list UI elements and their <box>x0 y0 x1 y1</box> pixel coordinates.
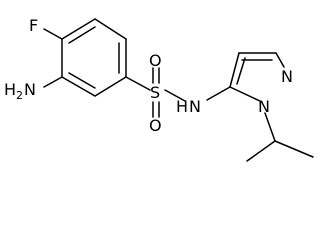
bond-c4-c5 <box>94 76 127 97</box>
bond-c-f <box>43 28 63 40</box>
fluorine-label: F <box>29 16 38 35</box>
amine-h-label: H <box>4 80 16 99</box>
bond-c1-c2 <box>61 18 96 40</box>
bond-c-nh2 <box>43 76 63 88</box>
bond-inner-c5-c6 <box>68 72 96 89</box>
oxygen-bottom-label: O <box>149 116 162 135</box>
molecule-structure: F H 2 N S O O H N N N <box>4 16 314 162</box>
bond-c-s <box>125 76 151 91</box>
pyrazole-ring <box>229 52 285 103</box>
pyrazole-n2-label: N <box>281 67 293 86</box>
bond-inner-c1-c2 <box>68 26 96 44</box>
bond-n1-ch <box>264 112 276 142</box>
bond-n1-c5 <box>229 86 263 103</box>
bond-ch-ch3-right <box>274 140 314 158</box>
sulfur-label: S <box>150 83 160 102</box>
benzene-ring <box>61 18 127 97</box>
bond-c2-c3 <box>94 18 127 40</box>
bond-c5-c6 <box>61 76 96 97</box>
pyrazole-n1-label: N <box>258 97 270 116</box>
bond-c5-c4 <box>229 52 240 88</box>
bond-s-n <box>164 89 186 102</box>
bond-n-pyrazole <box>206 86 231 101</box>
bond-ch-ch3-left <box>246 140 276 162</box>
oxygen-top-label: O <box>149 51 162 70</box>
sulfonamide-n-label: N <box>189 97 201 116</box>
amine-subscript-label: 2 <box>16 89 23 102</box>
amine-n-label: N <box>24 80 36 99</box>
bond-c3-n2 <box>275 52 285 68</box>
sulfonamide-h-label: H <box>176 97 188 116</box>
bond-inner-c5-c4 <box>236 57 246 85</box>
